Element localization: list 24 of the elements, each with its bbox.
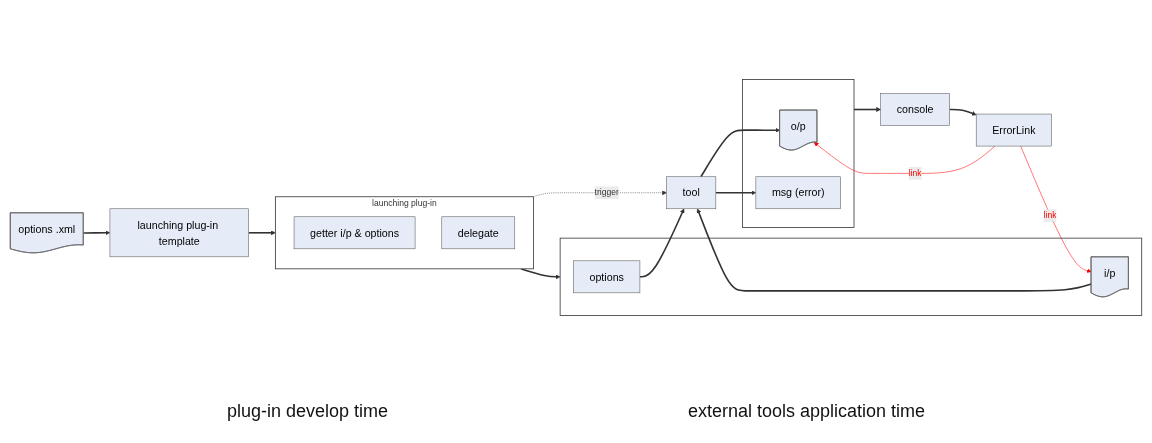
node-box: options xyxy=(573,260,641,294)
edge-label: link xyxy=(1043,210,1057,220)
node-box: getter i/p & options xyxy=(293,216,416,250)
arrow xyxy=(82,230,111,236)
arrow xyxy=(948,108,977,116)
edge-label: link xyxy=(908,168,922,178)
node-box: ErrorLink xyxy=(975,113,1052,147)
node-box: console xyxy=(880,93,950,126)
arrow xyxy=(639,208,685,278)
arrow xyxy=(520,268,561,280)
arrow xyxy=(700,127,781,178)
time-phase-label: external tools application time xyxy=(688,401,926,422)
node-box: delegate xyxy=(441,216,516,250)
edge-label: trigger xyxy=(594,187,619,198)
node-box: msg (error) xyxy=(755,176,841,210)
node-box: launching plug-in template xyxy=(109,208,249,258)
arrow xyxy=(715,190,757,196)
time-phase-label: plug-in develop time xyxy=(226,401,388,422)
arrow xyxy=(853,107,881,112)
arrow xyxy=(696,208,1093,292)
arrow xyxy=(247,230,276,236)
cluster xyxy=(559,237,1143,316)
cluster xyxy=(742,79,855,228)
node-box: tool xyxy=(666,176,717,210)
